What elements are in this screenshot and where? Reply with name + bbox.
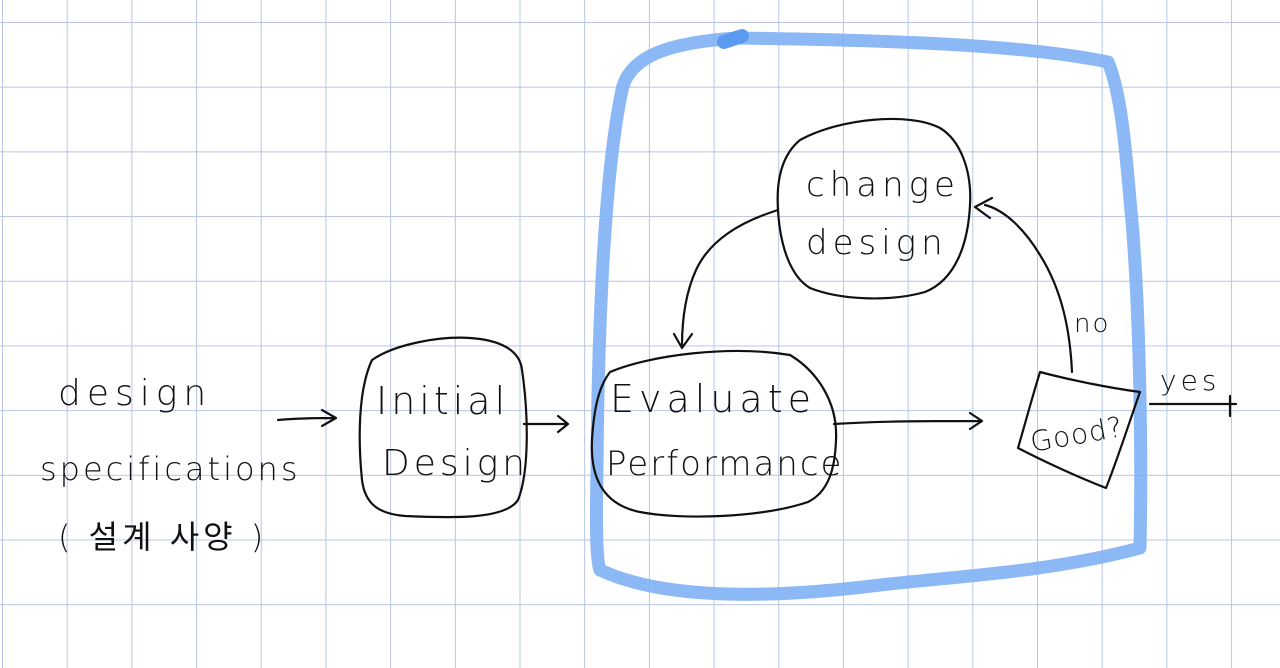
arrow-good-to-change-no xyxy=(973,196,1074,374)
initial-design-label-line1: Initial xyxy=(376,379,509,423)
evaluate-label-line2: Performance xyxy=(606,444,843,484)
evaluate-label-line1: Evaluate xyxy=(610,377,816,421)
evaluate-performance-box xyxy=(590,349,838,518)
initial-design-box xyxy=(358,336,528,519)
spec-text-line3: ( 설계 사양 ) xyxy=(58,518,267,556)
spec-text-line2: specifications xyxy=(40,450,300,488)
spec-text-line1: design xyxy=(58,373,212,414)
change-design-label-line2: design xyxy=(806,223,948,263)
arrow-evaluate-to-good xyxy=(832,411,984,431)
no-label: no xyxy=(1074,309,1110,339)
good-decision-diamond xyxy=(1016,370,1142,490)
highlight-cap-mark xyxy=(717,29,749,49)
feedback-loop-highlight-box xyxy=(589,31,1148,601)
arrow-good-yes-exit xyxy=(1148,394,1238,418)
arrow-initial-to-evaluate xyxy=(522,414,570,434)
arrow-change-to-evaluate xyxy=(672,208,780,350)
yes-label: yes xyxy=(1160,364,1220,397)
change-design-circle xyxy=(776,117,972,300)
arrow-spec-to-initial xyxy=(276,408,338,428)
initial-design-label-line2: Design xyxy=(382,443,529,484)
change-design-label-line1: change xyxy=(806,165,960,205)
good-decision-label: Good? xyxy=(1028,410,1126,459)
